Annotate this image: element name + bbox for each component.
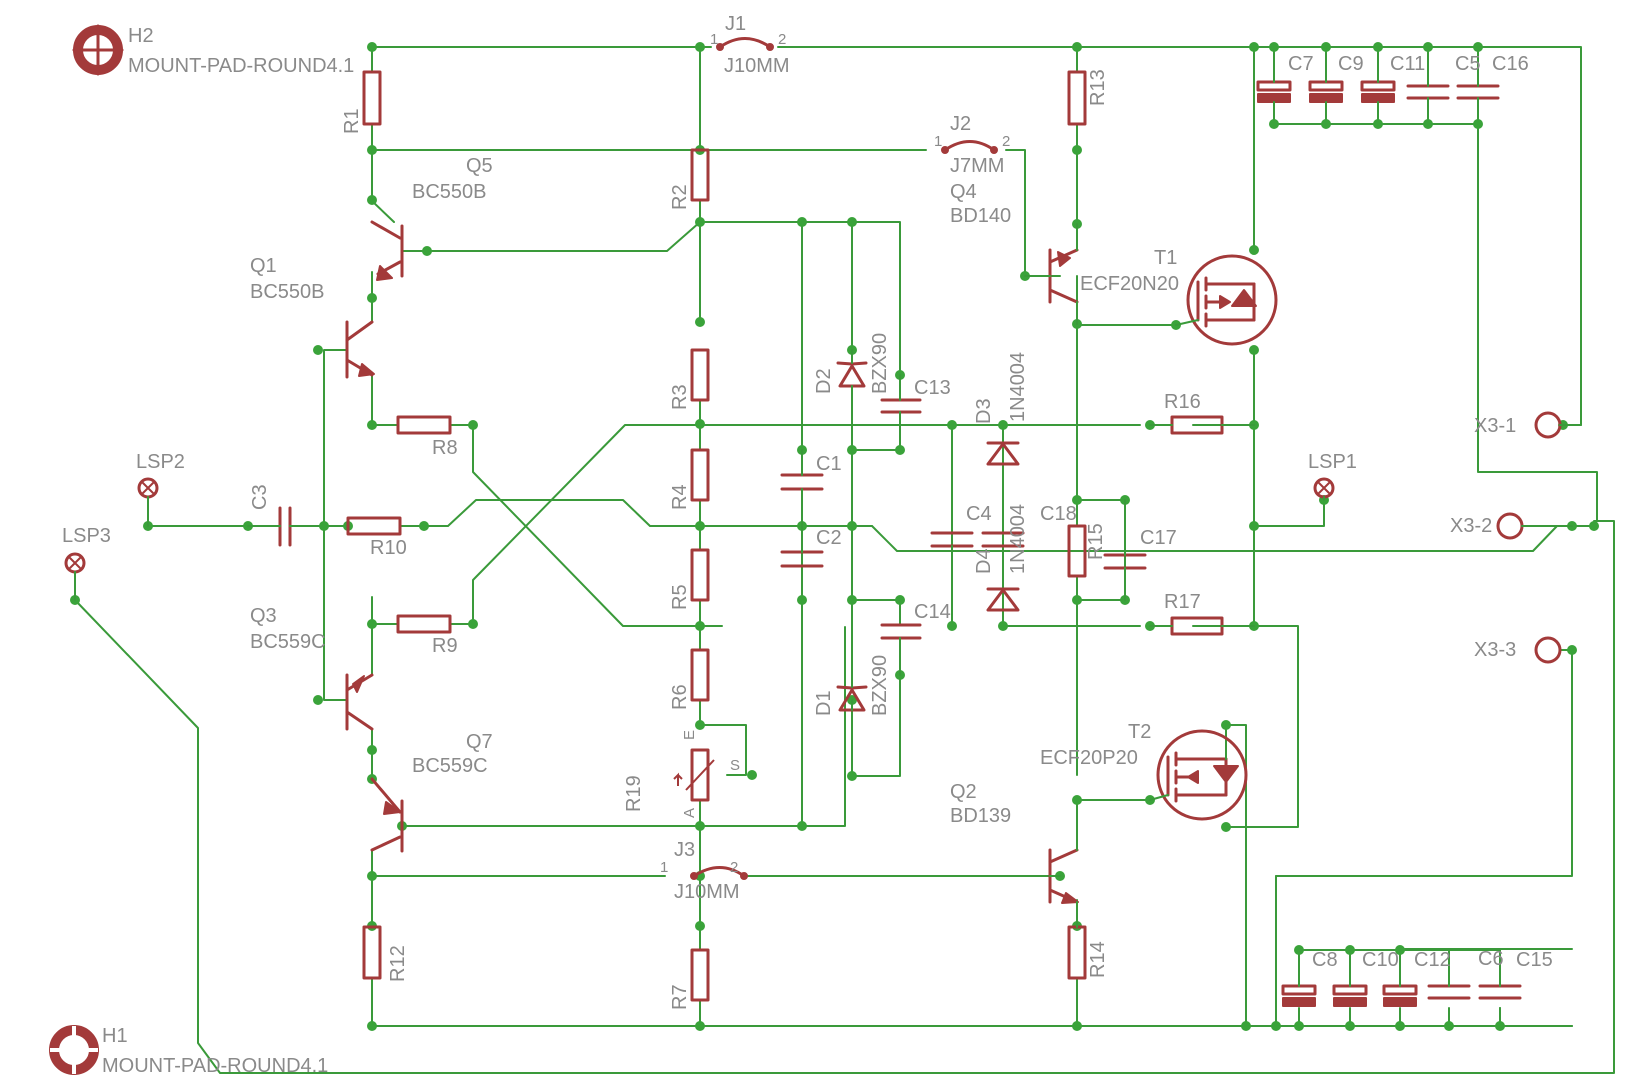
potentiometer-r19 bbox=[673, 748, 715, 802]
label-r14: R14 bbox=[1087, 941, 1109, 978]
label-j2-pin2: 2 bbox=[1002, 133, 1010, 150]
label-r6: R6 bbox=[669, 684, 691, 710]
label-r19: R19 bbox=[623, 775, 645, 812]
label-d2: D2 bbox=[813, 368, 835, 394]
label-q3-value: BC559C bbox=[250, 631, 326, 653]
label-h2-value: MOUNT-PAD-ROUND4.1 bbox=[128, 55, 354, 77]
label-c6: C6 bbox=[1478, 948, 1504, 970]
label-j2-value: J7MM bbox=[950, 155, 1004, 177]
label-c11: C11 bbox=[1390, 53, 1425, 75]
label-h1-value: MOUNT-PAD-ROUND4.1 bbox=[102, 1055, 328, 1077]
terminals bbox=[64, 411, 1582, 664]
label-c17: C17 bbox=[1140, 527, 1177, 549]
label-h1: H1 bbox=[102, 1025, 128, 1047]
label-r16: R16 bbox=[1164, 391, 1201, 413]
label-j1-pin1: 1 bbox=[710, 31, 718, 48]
label-x3-2: X3-2 bbox=[1450, 515, 1492, 537]
label-t2-value: ECF20P20 bbox=[1040, 747, 1138, 769]
label-r7: R7 bbox=[669, 984, 691, 1010]
label-r19-s: S bbox=[730, 757, 740, 774]
label-j1: J1 bbox=[725, 13, 746, 35]
label-d1-value: BZX90 bbox=[869, 655, 891, 716]
label-q3: Q3 bbox=[250, 605, 277, 627]
jumpers bbox=[690, 37, 998, 880]
label-q1-value: BC550B bbox=[250, 281, 325, 303]
diodes bbox=[836, 349, 1020, 712]
label-q2: Q2 bbox=[950, 781, 977, 803]
label-q4: Q4 bbox=[950, 181, 977, 203]
resistors bbox=[346, 70, 1255, 1002]
label-r9: R9 bbox=[432, 635, 458, 657]
labels: H2 MOUNT-PAD-ROUND4.1 H1 MOUNT-PAD-ROUND… bbox=[62, 13, 1553, 1077]
label-j2: J2 bbox=[950, 113, 971, 135]
label-c10: C10 bbox=[1362, 949, 1399, 971]
label-j1-value: J10MM bbox=[724, 55, 790, 77]
label-r15: R15 bbox=[1085, 523, 1107, 560]
label-r19-a: A bbox=[681, 808, 698, 818]
label-j3: J3 bbox=[674, 839, 695, 861]
label-x3-3: X3-3 bbox=[1474, 639, 1516, 661]
label-t2: T2 bbox=[1128, 721, 1151, 743]
label-j3-pin1: 1 bbox=[660, 859, 668, 876]
label-c7: C7 bbox=[1288, 53, 1314, 75]
label-x3-1: X3-1 bbox=[1474, 415, 1516, 437]
label-d2-value: BZX90 bbox=[869, 333, 891, 394]
label-c1: C1 bbox=[816, 453, 842, 475]
label-r1: R1 bbox=[341, 108, 363, 134]
transistors bbox=[345, 220, 1278, 928]
label-j1-pin2: 2 bbox=[778, 31, 786, 48]
label-c9: C9 bbox=[1338, 53, 1364, 75]
label-c2: C2 bbox=[816, 527, 842, 549]
wires bbox=[74, 46, 1615, 1074]
label-d4-value: 1N4004 bbox=[1007, 504, 1029, 574]
label-r10: R10 bbox=[370, 537, 407, 559]
label-r5: R5 bbox=[669, 584, 691, 610]
label-c12: C12 bbox=[1414, 949, 1451, 971]
label-d4: D4 bbox=[973, 548, 995, 574]
label-t1-value: ECF20N20 bbox=[1080, 273, 1179, 295]
label-q2-value: BD139 bbox=[950, 805, 1011, 827]
label-q7-value: BC559C bbox=[412, 755, 488, 777]
label-r19-e: E bbox=[681, 730, 698, 740]
label-d3: D3 bbox=[973, 398, 995, 424]
label-lsp2: LSP2 bbox=[136, 451, 185, 473]
label-c16: C16 bbox=[1492, 53, 1529, 75]
label-lsp3: LSP3 bbox=[62, 525, 111, 547]
label-c4: C4 bbox=[966, 503, 992, 525]
label-d3-value: 1N4004 bbox=[1007, 352, 1029, 422]
label-c14: C14 bbox=[914, 601, 951, 623]
label-h2: H2 bbox=[128, 25, 154, 47]
label-lsp1: LSP1 bbox=[1308, 451, 1357, 473]
label-r3: R3 bbox=[669, 384, 691, 410]
label-r17: R17 bbox=[1164, 591, 1201, 613]
capacitors bbox=[247, 69, 1522, 1007]
label-r12: R12 bbox=[387, 945, 409, 982]
label-j3-pin2: 2 bbox=[730, 859, 738, 876]
label-c18: C18 bbox=[1040, 503, 1077, 525]
label-c3: C3 bbox=[249, 484, 271, 510]
label-d1: D1 bbox=[813, 690, 835, 716]
mount-pad-h1 bbox=[49, 1025, 99, 1075]
label-r2: R2 bbox=[669, 184, 691, 210]
label-c5: C5 bbox=[1455, 53, 1481, 75]
label-c8: C8 bbox=[1312, 949, 1338, 971]
label-r4: R4 bbox=[669, 484, 691, 510]
label-q1: Q1 bbox=[250, 255, 277, 277]
label-t1: T1 bbox=[1154, 247, 1177, 269]
label-r13: R13 bbox=[1087, 69, 1109, 106]
label-r8: R8 bbox=[432, 437, 458, 459]
label-q4-value: BD140 bbox=[950, 205, 1011, 227]
label-j3-value: J10MM bbox=[674, 881, 740, 903]
label-c13: C13 bbox=[914, 377, 951, 399]
mount-pad-h2 bbox=[72, 24, 124, 76]
label-c15: C15 bbox=[1516, 949, 1553, 971]
label-j2-pin1: 1 bbox=[934, 133, 942, 150]
label-q5: Q5 bbox=[466, 155, 493, 177]
label-q7: Q7 bbox=[466, 731, 493, 753]
label-q5-value: BC550B bbox=[412, 181, 487, 203]
